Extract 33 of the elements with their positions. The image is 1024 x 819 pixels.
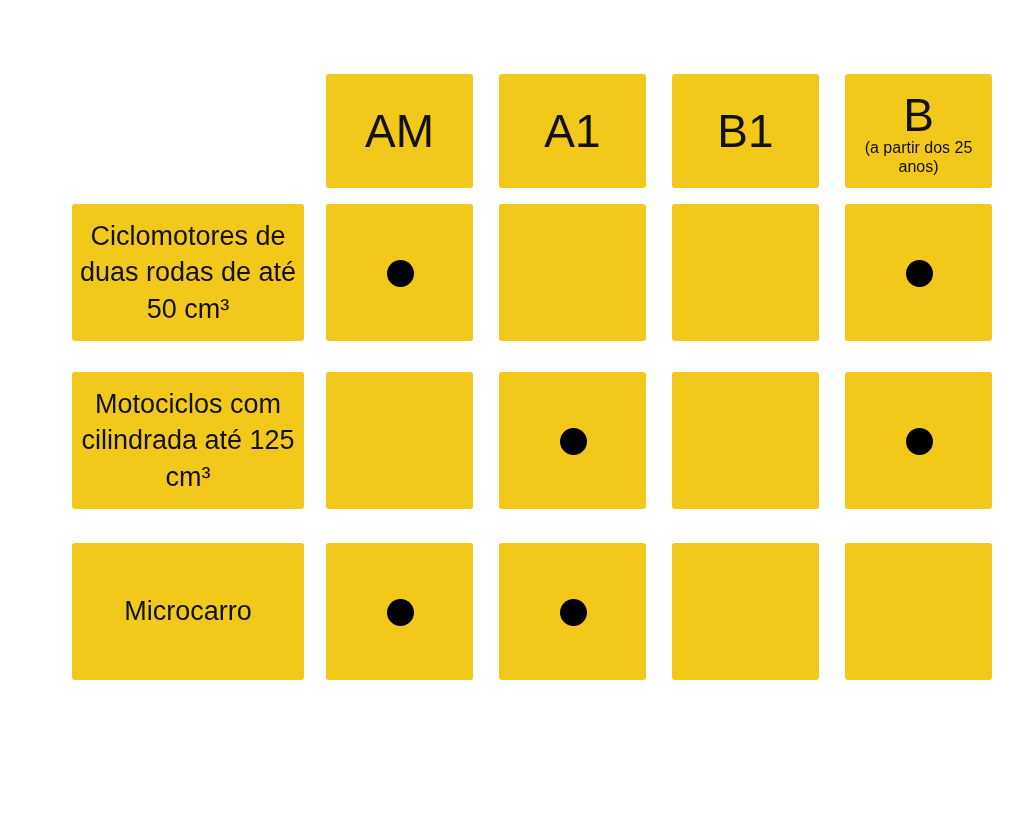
vehicle-type: Microcarro xyxy=(123,595,253,629)
license-category: AM xyxy=(365,108,434,154)
column-header-cell xyxy=(845,74,992,188)
column-header-cell xyxy=(672,74,819,188)
dot-marker xyxy=(386,598,414,626)
dot-marker xyxy=(559,427,587,455)
license-category: B xyxy=(903,92,934,138)
vehicle-type: Motociclos com cilindrada até 125 cm³ xyxy=(80,387,296,494)
empty-cell xyxy=(672,204,819,341)
dot-marker xyxy=(905,427,933,455)
row-header-cell xyxy=(72,372,304,509)
empty-cell xyxy=(326,372,473,509)
empty-cell xyxy=(499,204,646,341)
empty-cell xyxy=(499,543,646,680)
dot-marker xyxy=(905,259,933,287)
dot-marker xyxy=(559,598,587,626)
empty-cell xyxy=(326,543,473,680)
row-header-cell xyxy=(72,204,304,341)
column-header-cell xyxy=(499,74,646,188)
empty-cell xyxy=(845,204,992,341)
age-note: (a partir dos 25 anos) xyxy=(863,138,974,177)
empty-cell xyxy=(326,204,473,341)
dot-marker xyxy=(386,259,414,287)
license-category: A1 xyxy=(544,108,601,154)
license-category: B1 xyxy=(717,108,774,154)
empty-cell xyxy=(672,543,819,680)
empty-cell xyxy=(845,372,992,509)
column-header-cell xyxy=(326,74,473,188)
vehicle-type: Ciclomotores de duas rodas de até 50 cm³ xyxy=(78,219,298,326)
empty-cell xyxy=(845,543,992,680)
empty-cell xyxy=(499,372,646,509)
row-header-cell xyxy=(72,543,304,680)
empty-cell xyxy=(672,372,819,509)
